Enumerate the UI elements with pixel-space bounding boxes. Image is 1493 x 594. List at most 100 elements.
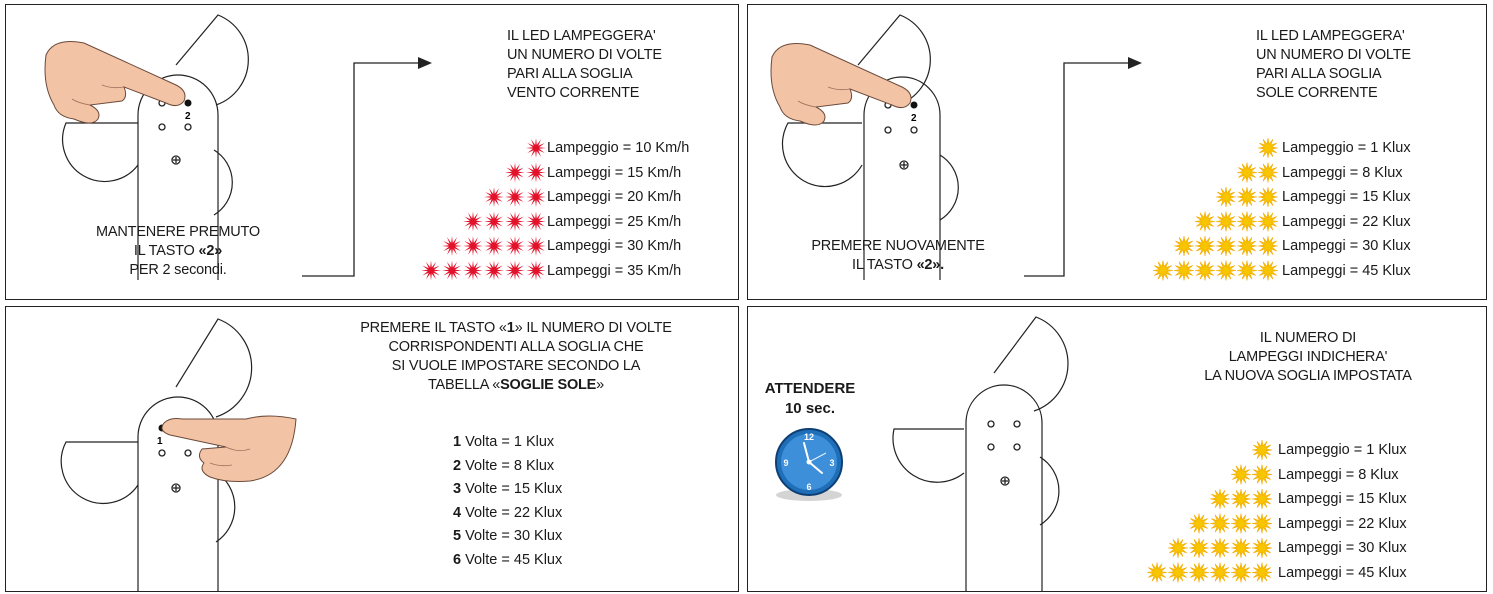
- flash-burst-icon: [505, 260, 525, 281]
- header-line: UN NUMERO DI VOLTE: [507, 47, 662, 63]
- flash-burst-icon: [505, 236, 525, 256]
- flash-sun-icon: [1251, 537, 1273, 559]
- flash-sun-icon: [1251, 488, 1273, 510]
- left-blade: [892, 428, 965, 483]
- flash-burst-icon: [421, 260, 441, 281]
- instruction-line: MANTENERE PREMUTO: [96, 224, 260, 240]
- flash-burst-icon: [526, 138, 546, 158]
- button-hole: [184, 449, 192, 457]
- header-line: LAMPEGGI INDICHERA': [1228, 349, 1388, 365]
- flash-row: Lampeggi = 22 Klux: [1282, 213, 1411, 230]
- device-illustration: 12 3 6 9: [775, 316, 1273, 591]
- flash-row: Lampeggio = 1 Klux: [1282, 140, 1411, 156]
- flash-sun-icon: [1194, 260, 1216, 281]
- flash-sun-icon: [1236, 211, 1258, 232]
- press-row: 2 Volte = 8 Klux: [453, 457, 555, 474]
- clock-number: 12: [804, 432, 814, 442]
- clock-number: 9: [783, 458, 788, 468]
- press-row: 6 Volte = 45 Klux: [453, 551, 563, 568]
- flash-sun-icon: [1236, 235, 1258, 257]
- flash-row: Lampeggi = 30 Klux: [1278, 540, 1407, 556]
- header-line: UN NUMERO DI VOLTE: [1256, 47, 1411, 63]
- flash-burst-icon: [526, 162, 546, 183]
- flash-sun-icon: [1230, 464, 1252, 485]
- device-body: [965, 384, 1043, 591]
- flash-row: Lampeggi = 30 Km/h: [547, 238, 682, 254]
- key-label: «2».: [916, 257, 945, 273]
- button-1-label: 1: [157, 436, 163, 447]
- flash-burst-icon: [484, 260, 504, 281]
- panel-new-threshold: 12 3 6 9 ATTENDERE 10 sec. IL NUMERO DI …: [747, 306, 1487, 592]
- arrow-head-icon: [1128, 57, 1142, 69]
- clock-icon: 12 3 6 9: [775, 428, 843, 501]
- left-blade: [60, 441, 139, 505]
- key-label: 1: [506, 320, 515, 336]
- flash-row: Lampeggi = 8 Klux: [1282, 164, 1403, 181]
- instruction-line: CORRISPONDENTI ALLA SOGLIA CHE: [388, 339, 644, 355]
- instruction-line: IL TASTO: [133, 243, 199, 259]
- flash-sun-icon: [1251, 464, 1273, 485]
- flash-burst-icon: [484, 236, 504, 256]
- header-text: IL LED LAMPEGGERA' UN NUMERO DI VOLTE PA…: [1256, 27, 1411, 103]
- right-blade: [215, 471, 236, 543]
- flash-sun-icon: [1236, 260, 1258, 281]
- header-text: IL LED LAMPEGGERA' UN NUMERO DI VOLTE PA…: [507, 27, 662, 103]
- header-line: PARI ALLA SOGLIA: [1256, 66, 1382, 82]
- header-line: LA NUOVA SOGLIA IMPOSTATA: [1204, 368, 1412, 384]
- button-hole: [987, 443, 995, 451]
- wait-duration: 10 sec.: [784, 400, 836, 417]
- device-body: [863, 76, 941, 280]
- hand-icon: [770, 43, 912, 126]
- flash-row: Lampeggio = 10 Km/h: [547, 140, 690, 156]
- flash-sun-icon: [1215, 260, 1237, 281]
- flash-burst-icon: [505, 187, 525, 207]
- flash-row: Lampeggio = 1 Klux: [1278, 442, 1407, 458]
- header-line: VENTO CORRENTE: [507, 85, 640, 101]
- press-row: 3 Volte = 15 Klux: [453, 481, 563, 497]
- flash-sun-icon: [1236, 186, 1258, 208]
- wait-label: ATTENDERE: [764, 380, 856, 397]
- instruction-line: »: [596, 377, 605, 393]
- header-line: IL NUMERO DI: [1259, 330, 1357, 346]
- flash-row: Lampeggi = 25 Km/h: [547, 213, 682, 230]
- upper-blade: [175, 318, 253, 418]
- flash-row: Lampeggi = 35 Km/h: [547, 262, 682, 279]
- device-body: [137, 74, 219, 280]
- button-hole: [884, 126, 892, 134]
- clock-number: 3: [829, 458, 834, 468]
- flash-sun-icon: [1257, 186, 1279, 208]
- flash-sun-icon: [1167, 537, 1189, 559]
- header-line: IL LED LAMPEGGERA': [507, 28, 656, 44]
- flash-sun-icon: [1194, 235, 1216, 257]
- device-illustration: 2: [44, 14, 546, 281]
- right-blade: [213, 149, 233, 216]
- flash-sun-icon: [1152, 260, 1174, 281]
- press-row: 1 Volta = 1 Klux: [453, 434, 555, 450]
- instruction-line: PREMERE IL TASTO «: [360, 320, 507, 336]
- panel-sun-threshold: 2 PREMERE NUOVAMENTE IL TASTO «2». IL LE…: [747, 4, 1487, 300]
- button-2-dot: [184, 99, 192, 107]
- flash-sun-icon: [1209, 562, 1231, 583]
- flash-sun-icon: [1146, 562, 1168, 583]
- instruction-line: IL TASTO: [852, 257, 917, 273]
- flash-burst-icon: [442, 260, 462, 281]
- flash-burst-icon: [463, 236, 483, 256]
- flash-burst-icon: [526, 211, 546, 232]
- flash-sun-icon: [1215, 186, 1237, 208]
- flash-row: Lampeggi = 15 Klux: [1278, 491, 1407, 507]
- header-text: IL NUMERO DI LAMPEGGI INDICHERA' LA NUOV…: [1158, 329, 1458, 386]
- flash-sun-icon: [1257, 235, 1279, 257]
- flash-row: Lampeggi = 15 Klux: [1282, 189, 1411, 205]
- instruction-line: » IL NUMERO DI VOLTE: [514, 320, 672, 336]
- flash-burst-icon: [526, 236, 546, 256]
- flash-burst-icon: [484, 187, 504, 207]
- press-row: 5 Volte = 30 Klux: [453, 528, 563, 544]
- flash-sun-icon: [1251, 562, 1273, 583]
- flash-sun-icon: [1173, 260, 1195, 281]
- flash-sun-icon: [1209, 537, 1231, 559]
- hand-icon: [44, 41, 186, 124]
- right-blade: [1039, 456, 1060, 526]
- flash-sun-icon: [1257, 162, 1279, 183]
- flash-sun-icon: [1173, 235, 1195, 257]
